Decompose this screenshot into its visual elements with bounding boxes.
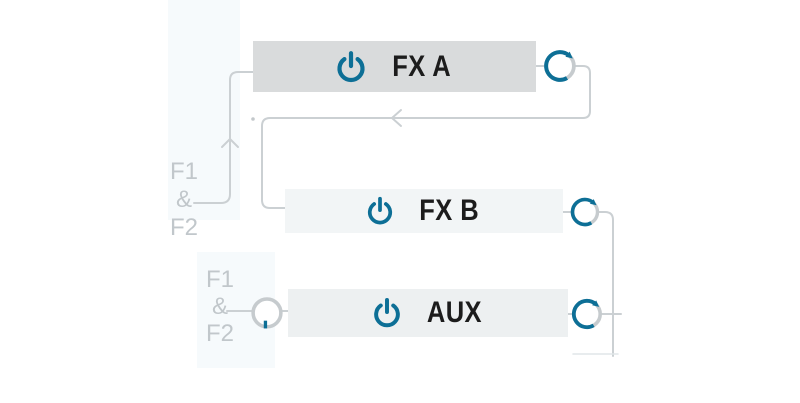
power-arc: [367, 202, 392, 225]
fx-a-block[interactable]: FX A: [253, 41, 536, 92]
send-label-f1: F1: [169, 158, 198, 185]
loop-icon-aux[interactable]: [568, 295, 606, 333]
send-label-upper: F1 & F2: [166, 158, 202, 242]
power-icon[interactable]: [333, 49, 369, 85]
send-label-f2: F2: [205, 320, 234, 347]
power-arc: [373, 303, 400, 328]
loop-arc: [571, 298, 597, 330]
loop-icon-fx-b[interactable]: [567, 194, 603, 230]
loop-arrowhead: [565, 51, 573, 59]
send-label-f2: F2: [169, 214, 198, 241]
block-label: FX A: [392, 49, 451, 83]
wire-fx-a-return: [261, 65, 591, 209]
chevron-up-icon: [221, 138, 239, 148]
loop-arc: [570, 197, 595, 227]
send-label-amp: &: [211, 293, 228, 320]
power-icon[interactable]: [370, 296, 404, 330]
loop-arrowhead: [592, 300, 600, 307]
background-tint-left: [168, 0, 240, 220]
loop-arc: [544, 50, 571, 82]
power-icon[interactable]: [364, 195, 396, 227]
fx-b-block[interactable]: FX B: [285, 189, 563, 233]
send-label-lower: F1 & F2: [202, 266, 238, 347]
knob-min-icon[interactable]: [247, 294, 287, 334]
send-label-f1: F1: [205, 266, 234, 293]
send-label-amp: &: [175, 186, 192, 213]
loop-arrowhead: [589, 199, 597, 206]
loop-icon-fx-a[interactable]: [540, 46, 580, 86]
wire-send-fx-a: [193, 71, 255, 204]
power-arc: [337, 56, 365, 82]
block-label: AUX: [426, 296, 482, 329]
wire-endpoint-dot: [251, 117, 255, 121]
aux-block[interactable]: AUX: [288, 289, 568, 337]
block-label: FX B: [419, 194, 479, 227]
chevron-left-icon: [391, 109, 402, 127]
wire-fx-b-down: [598, 211, 614, 357]
